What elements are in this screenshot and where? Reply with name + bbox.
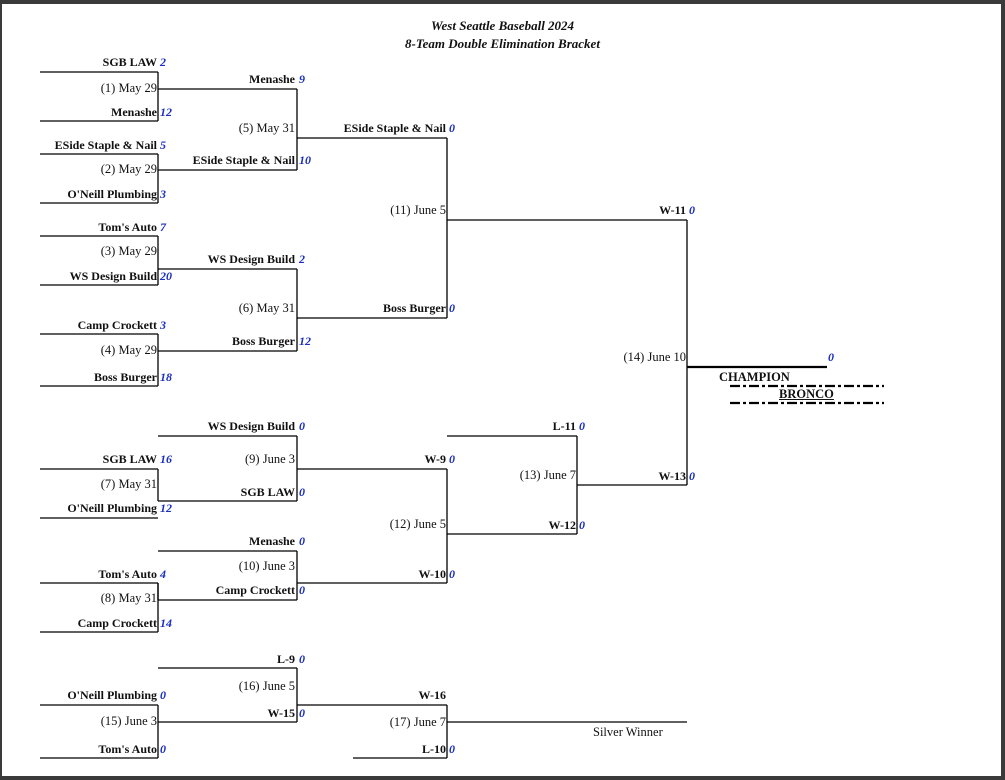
team-score: 0 — [579, 419, 585, 433]
team-name: Menashe — [249, 72, 295, 86]
team-name: W-10 — [418, 567, 446, 581]
team-name: ESide Staple & Nail — [192, 153, 295, 167]
team-name: Tom's Auto — [98, 742, 157, 756]
team-score: 0 — [449, 452, 455, 466]
team-name: WS Design Build — [207, 419, 295, 433]
team-name: Boss Burger — [232, 334, 295, 348]
team-score: 0 — [299, 534, 305, 548]
team-name: L-11 — [552, 419, 576, 433]
bronco-label: BRONCO — [779, 387, 834, 401]
team-score: 14 — [160, 616, 172, 630]
team-name: W-16 — [418, 688, 446, 702]
team-score: 5 — [160, 138, 166, 152]
game-label: (16) June 5 — [238, 679, 295, 693]
team-name: L-9 — [277, 652, 295, 666]
team-score: 0 — [299, 419, 305, 433]
team-name: SGB LAW — [240, 485, 295, 499]
team-score: 0 — [160, 688, 166, 702]
game-label: (10) June 3 — [238, 559, 295, 573]
team-score: 0 — [449, 121, 455, 135]
team-score: 12 — [160, 105, 172, 119]
team-score: 12 — [299, 334, 311, 348]
team-name: W-15 — [267, 706, 295, 720]
team-name: W-12 — [548, 518, 576, 532]
game-label: (7) May 31 — [100, 477, 157, 491]
team-name: Camp Crockett — [215, 583, 295, 597]
team-name: WS Design Build — [207, 252, 295, 266]
game-label: (9) June 3 — [245, 452, 295, 466]
team-name: ESide Staple & Nail — [54, 138, 157, 152]
team-score: 18 — [160, 370, 172, 384]
team-score: 0 — [579, 518, 585, 532]
team-score: 2 — [299, 252, 305, 266]
team-name: W-13 — [658, 469, 686, 483]
team-score: 20 — [160, 269, 172, 283]
team-score: 0 — [299, 485, 305, 499]
team-name: L-10 — [422, 742, 446, 756]
bracket-sheet: West Seattle Baseball 2024 8-Team Double… — [2, 4, 1001, 776]
team-name: Boss Burger — [94, 370, 157, 384]
team-score: 0 — [299, 652, 305, 666]
game-label: (13) June 7 — [519, 468, 576, 482]
team-score: 4 — [160, 567, 166, 581]
game-label: (4) May 29 — [100, 343, 157, 357]
team-score: 0 — [160, 742, 166, 756]
silver-winner-label: Silver Winner — [593, 725, 663, 739]
team-name: Tom's Auto — [98, 220, 157, 234]
champion-label: CHAMPION — [719, 370, 790, 384]
team-name: Menashe — [111, 105, 157, 119]
team-score: 3 — [160, 187, 166, 201]
champion-score: 0 — [828, 350, 834, 364]
team-name: W-11 — [659, 203, 686, 217]
team-score: 0 — [449, 567, 455, 581]
bracket-title: West Seattle Baseball 2024 — [430, 18, 575, 33]
game-label: (1) May 29 — [100, 81, 157, 95]
team-name: Menashe — [249, 534, 295, 548]
team-score: 12 — [160, 501, 172, 515]
bracket-subtitle: 8-Team Double Elimination Bracket — [405, 36, 600, 51]
team-score: 0 — [689, 203, 695, 217]
game-label: (12) June 5 — [389, 517, 446, 531]
game-label: (15) June 3 — [100, 714, 157, 728]
team-name: SGB LAW — [102, 452, 157, 466]
team-score: 3 — [160, 318, 166, 332]
team-name: WS Design Build — [69, 269, 157, 283]
team-name: O'Neill Plumbing — [67, 187, 157, 201]
game-label: (8) May 31 — [100, 591, 157, 605]
game-label: (3) May 29 — [100, 244, 157, 258]
team-name: ESide Staple & Nail — [343, 121, 446, 135]
game-label: (14) June 10 — [623, 350, 687, 364]
team-score: 0 — [449, 301, 455, 315]
team-score: 7 — [160, 220, 166, 234]
game-label: (6) May 31 — [238, 301, 295, 315]
game-label: (5) May 31 — [238, 121, 295, 135]
team-score: 2 — [160, 55, 166, 69]
game-label: (17) June 7 — [389, 715, 446, 729]
team-name: Camp Crockett — [77, 616, 157, 630]
team-name: Tom's Auto — [98, 567, 157, 581]
game-label: (11) June 5 — [390, 203, 446, 217]
team-score: 10 — [299, 153, 311, 167]
team-score: 0 — [449, 742, 455, 756]
team-name: O'Neill Plumbing — [67, 501, 157, 515]
team-score: 16 — [160, 452, 172, 466]
team-name: Camp Crockett — [77, 318, 157, 332]
team-score: 0 — [299, 583, 305, 597]
team-name: Boss Burger — [383, 301, 446, 315]
team-score: 9 — [299, 72, 305, 86]
team-name: W-9 — [424, 452, 446, 466]
team-score: 0 — [299, 706, 305, 720]
team-score: 0 — [689, 469, 695, 483]
team-name: SGB LAW — [102, 55, 157, 69]
game-label: (2) May 29 — [100, 162, 157, 176]
team-name: O'Neill Plumbing — [67, 688, 157, 702]
